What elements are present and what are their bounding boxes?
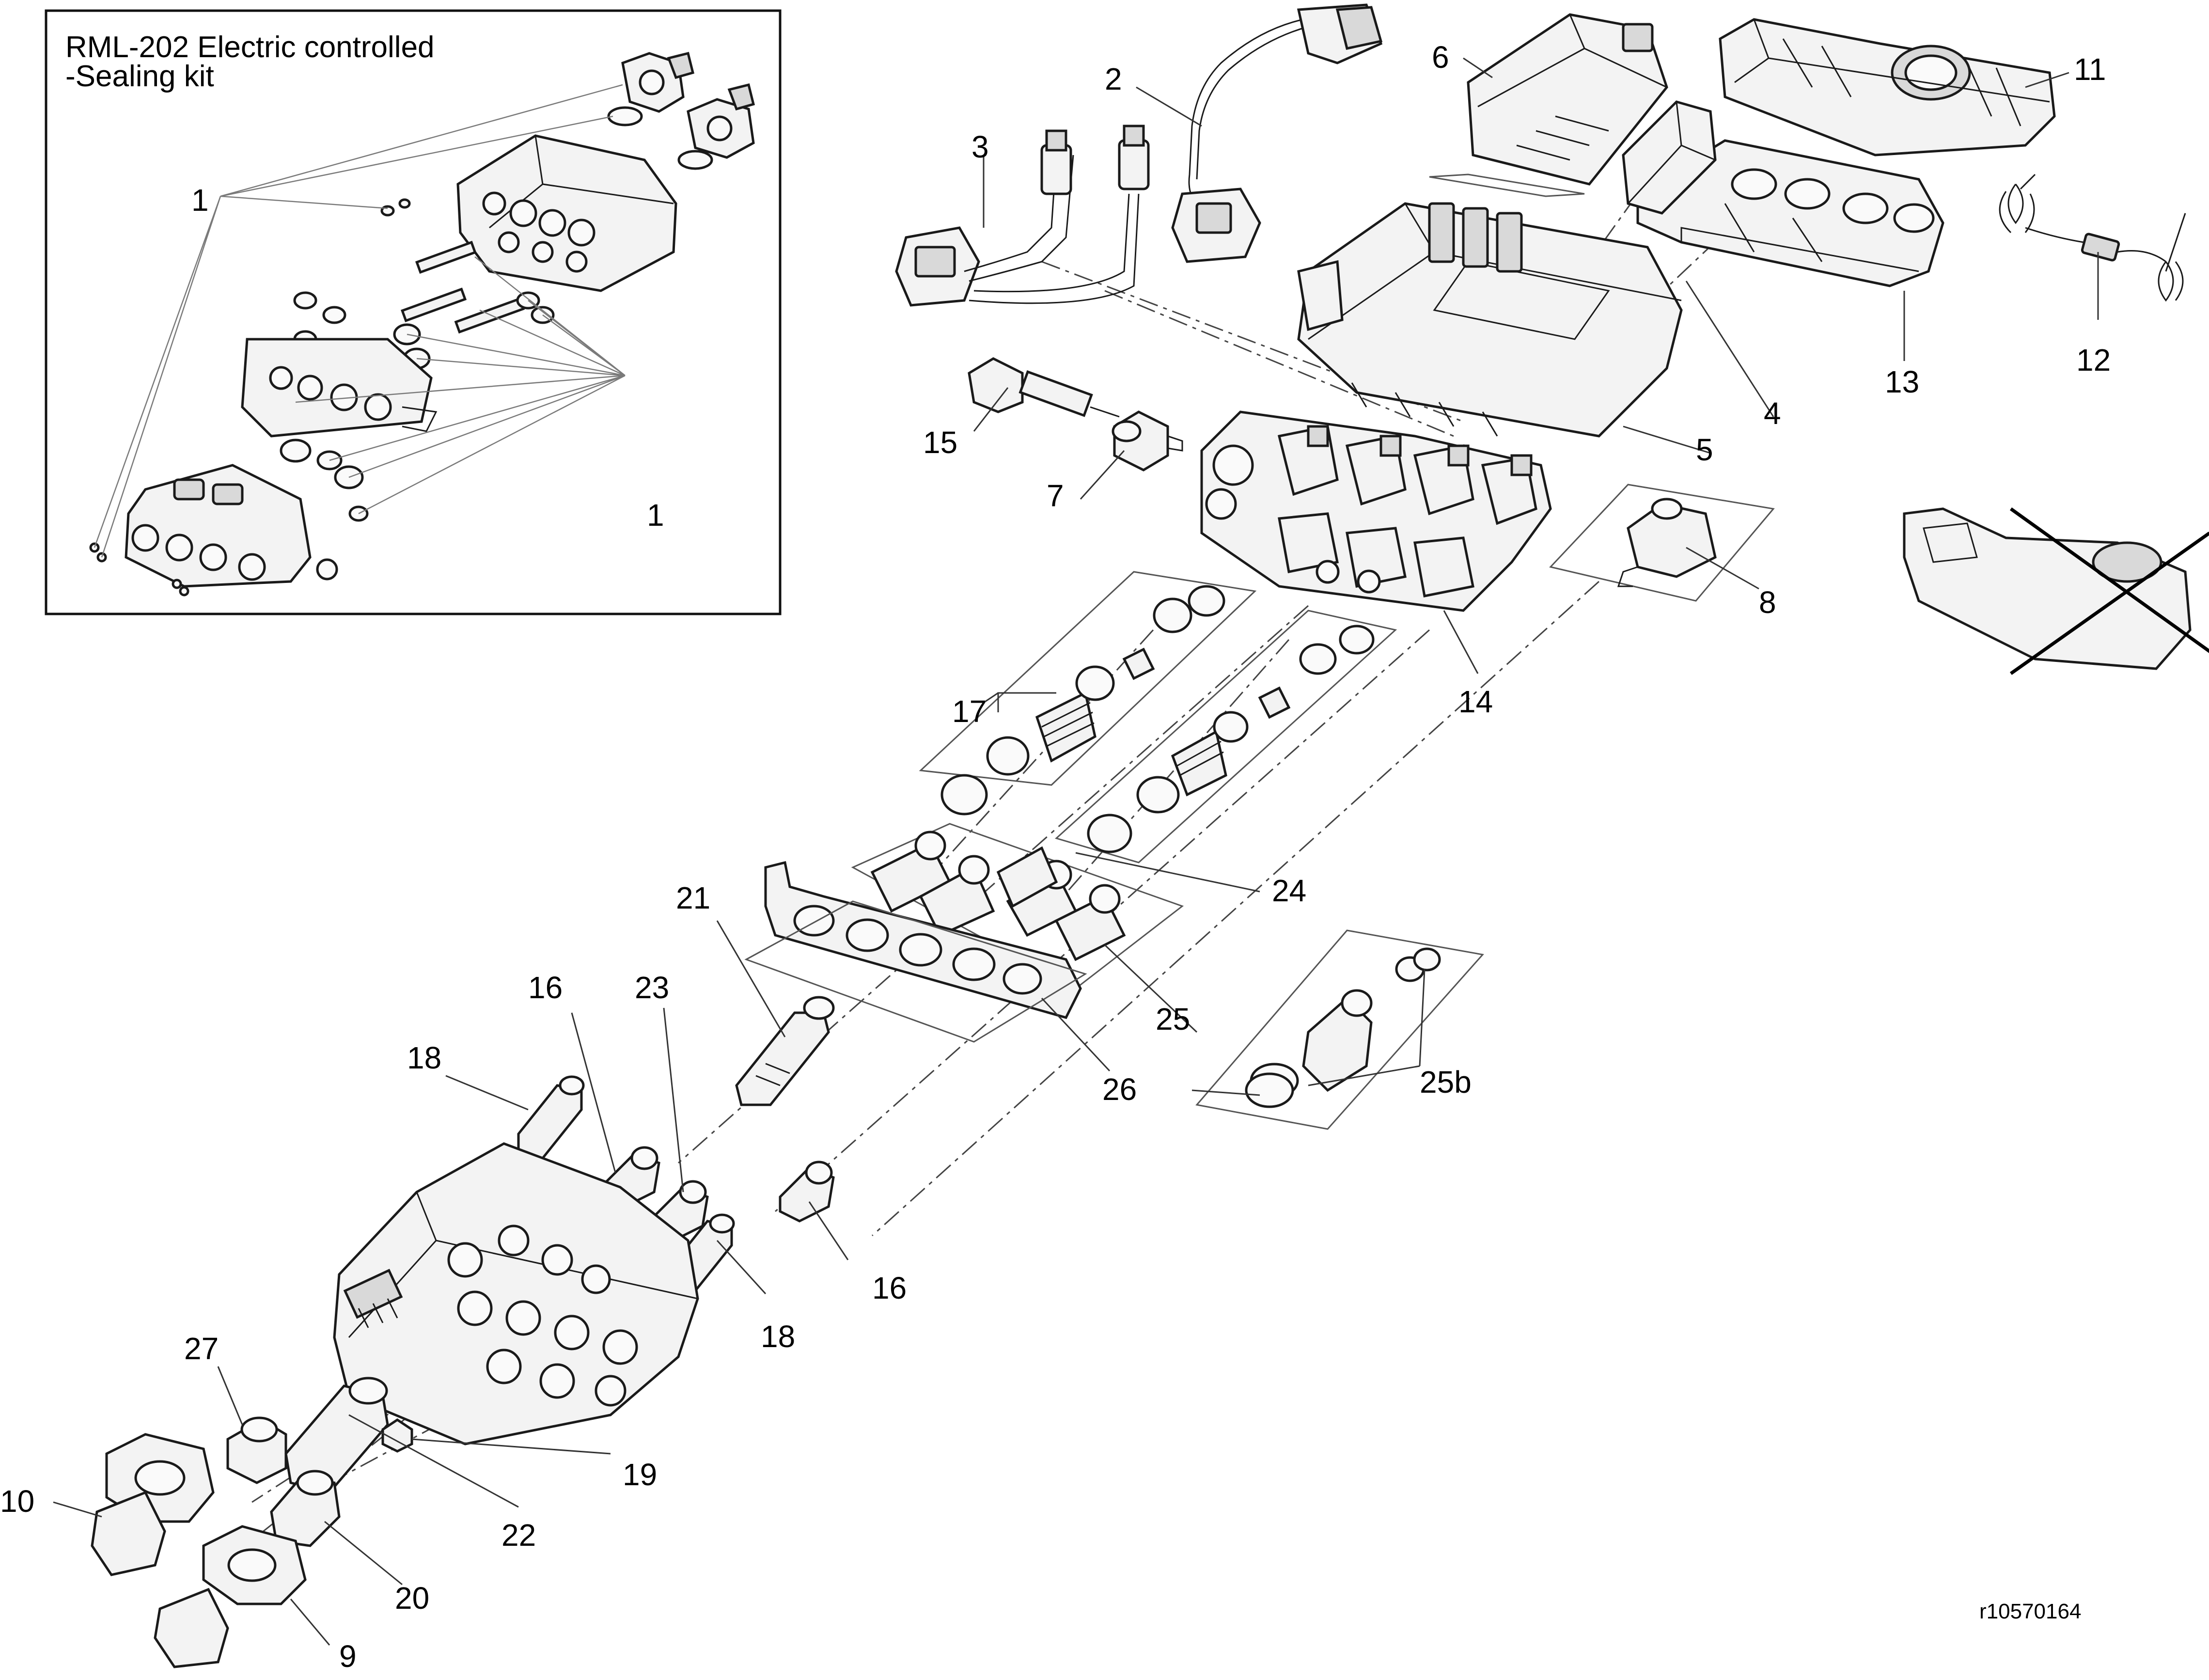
inset-mid-block <box>241 338 438 438</box>
solenoid-coils <box>1277 425 1537 597</box>
inset-end-cap-a <box>621 51 695 113</box>
seal-row-panel-2 <box>1055 610 1397 864</box>
part-26-gasket-plate <box>744 861 1087 1043</box>
callout-3: 3 <box>971 129 989 164</box>
inset-title-line2: -Sealing kit <box>65 60 214 93</box>
callout-labels: 2 3 4 5 6 7 8 9 10 11 12 13 14 15 16 16 … <box>0 40 2111 1674</box>
part-12-coil-wire <box>1999 173 2186 302</box>
part-16-cartridge-lower <box>779 1161 835 1223</box>
callout-15: 15 <box>923 425 957 460</box>
callout-26: 26 <box>1102 1072 1137 1107</box>
callout-25: 25 <box>1156 1002 1190 1036</box>
callout-17: 17 <box>952 694 987 729</box>
part-15-sensor <box>968 357 1120 418</box>
callout-4: 4 <box>1764 396 1781 431</box>
callout-7: 7 <box>1047 478 1064 513</box>
part-6-cover <box>1467 13 1668 186</box>
inset-title-line1: RML-202 Electric controlled <box>65 31 435 64</box>
callout-9: 9 <box>339 1639 357 1674</box>
part-19-plug <box>381 1418 413 1453</box>
callout-leaders <box>53 57 2099 1646</box>
inset-callout-1-bottom: 1 <box>647 498 664 533</box>
callout-21: 21 <box>676 880 710 915</box>
part-20-fitting <box>270 1470 341 1547</box>
part-27-cap <box>226 1416 287 1484</box>
callout-14: 14 <box>1458 684 1493 719</box>
callout-27: 27 <box>184 1331 219 1366</box>
callout-11: 11 <box>2074 52 2106 87</box>
callout-16-lower: 16 <box>872 1271 907 1305</box>
part-13-bracket <box>1636 139 1944 287</box>
excluded-part-crossed <box>1903 507 2209 675</box>
callout-6: 6 <box>1432 40 1449 75</box>
callout-24: 24 <box>1272 873 1306 908</box>
callout-5: 5 <box>1696 432 1713 467</box>
callout-22: 22 <box>501 1518 536 1553</box>
drawing-reference-number: r10570164 <box>1979 1600 2081 1623</box>
part-7-adapter <box>1112 410 1183 471</box>
callout-19: 19 <box>623 1457 657 1492</box>
gasket-outline-6 <box>1429 173 1585 197</box>
callout-18-lower: 18 <box>761 1319 795 1354</box>
callout-18-upper: 18 <box>407 1040 441 1075</box>
part-21-spool <box>735 996 835 1106</box>
part-25b-detail-panel <box>1195 929 1484 1130</box>
callout-20: 20 <box>395 1581 429 1616</box>
part-17-seal-kit-panel <box>919 571 1257 816</box>
part-3-sensor-harness <box>895 125 1150 307</box>
part-9-end-cap <box>154 1525 307 1668</box>
part-11-top-cover <box>1719 18 2056 157</box>
callout-10: 10 <box>0 1484 34 1519</box>
callout-25b: 25b <box>1420 1065 1472 1099</box>
inset-end-cap-b <box>687 83 755 159</box>
callout-13: 13 <box>1885 364 1919 399</box>
inset-valve-block-upper <box>456 134 677 292</box>
part-25-cartridge-panel <box>851 823 1184 989</box>
part-2-harness <box>1171 3 1383 263</box>
callout-16-upper: 16 <box>528 970 563 1005</box>
inset-valve-block-lower <box>125 464 338 588</box>
part-14-solenoid-block <box>1200 410 1552 612</box>
callout-2: 2 <box>1105 62 1122 96</box>
part-18-plug-upper <box>517 1075 585 1160</box>
sealing-kit-inset: RML-202 Electric controlled -Sealing kit <box>45 9 782 615</box>
inset-callout-1-top: 1 <box>191 183 209 218</box>
part-8-valve <box>1549 484 1775 602</box>
callout-23: 23 <box>635 970 669 1005</box>
part-22-pipe <box>284 1377 389 1494</box>
part-10-end-cap <box>91 1433 215 1576</box>
callout-8: 8 <box>1759 585 1776 620</box>
cartridges <box>870 831 1126 961</box>
part-5-electronic-housing <box>1297 202 1683 438</box>
part-4-control-box <box>1622 100 1717 215</box>
callout-12: 12 <box>2076 343 2111 377</box>
